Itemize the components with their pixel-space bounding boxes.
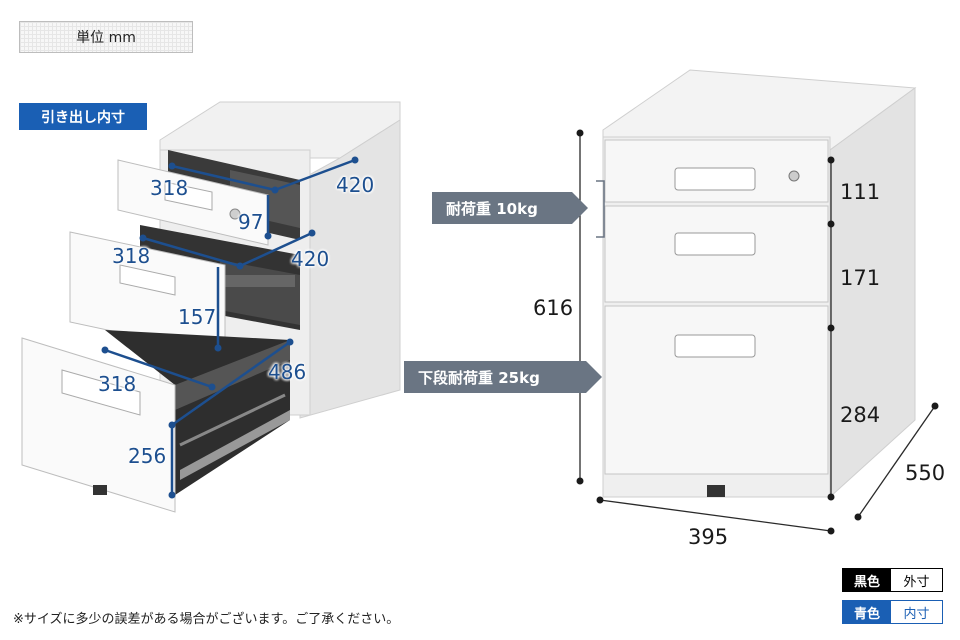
drawer2-height-value: 171 [840, 266, 881, 290]
d1-width-value: 318 [150, 176, 189, 200]
legend-outer: 黒色 外寸 [842, 568, 943, 592]
d3-width-value: 318 [98, 372, 137, 396]
legend-key-blue: 青色 [843, 601, 891, 623]
legend-value-outer: 外寸 [891, 569, 942, 591]
d1-height-value: 97 [238, 210, 264, 234]
depth-value: 550 [905, 461, 946, 485]
disclaimer-note: ※サイズに多少の誤差がある場合がございます。ご了承ください。 [13, 612, 400, 627]
inner-dimensions-tag: 引き出し内寸 [19, 103, 147, 130]
drawer1-height-value: 111 [840, 180, 881, 204]
inner-dimension-lines [101, 156, 359, 499]
unit-label: 単位 mm [19, 21, 193, 53]
total-height-value: 616 [533, 296, 574, 320]
d1-depth-value: 420 [336, 173, 375, 197]
closed-cabinet-illustration [602, 69, 917, 499]
d2-width-value: 318 [112, 244, 151, 268]
legend-inner: 青色 内寸 [842, 600, 943, 624]
d3-height-value: 256 [128, 444, 167, 468]
drawer3-height-value: 284 [840, 403, 881, 427]
d2-depth-value: 420 [291, 247, 330, 271]
width-value: 395 [688, 525, 729, 549]
legend-value-inner: 内寸 [891, 601, 942, 623]
d2-height-value: 157 [178, 305, 217, 329]
top-load-label: 耐荷重 10kg [432, 192, 588, 224]
d3-depth-value: 486 [268, 360, 307, 384]
bottom-load-label: 下段耐荷重 25kg [404, 361, 602, 393]
open-cabinet-illustration [21, 101, 401, 513]
legend-key-black: 黒色 [843, 569, 891, 591]
outer-dimension-lines [576, 129, 939, 535]
